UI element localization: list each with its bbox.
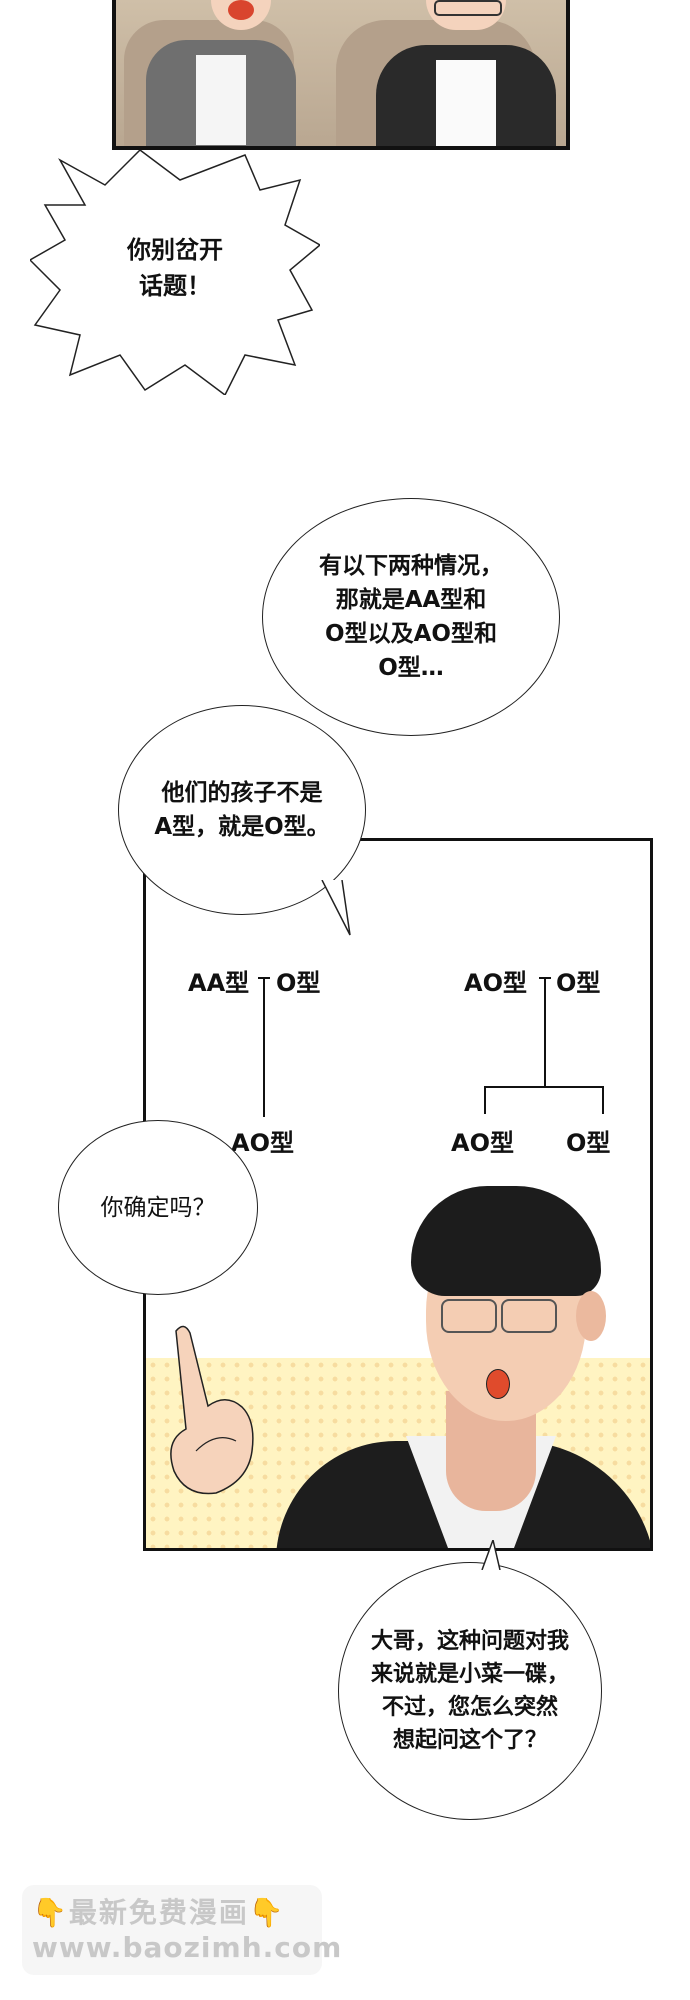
character-left-mouth (228, 0, 254, 20)
watermark-title: 最新免费漫画 (68, 1896, 249, 1929)
man-ear (576, 1291, 606, 1341)
watermark-line-1: 👇最新免费漫画👇 (32, 1891, 286, 1931)
character-right-shirt (436, 60, 496, 146)
man-hair (411, 1186, 601, 1296)
answer-line-2: 来说就是小菜一碟， (370, 1662, 569, 1687)
children-line-1: 他们的孩子不是 (161, 780, 323, 806)
right-parent2-label: O型 (556, 969, 601, 997)
cases-line-2: 那就是AA型和 (335, 587, 487, 613)
children-line-2: A型，就是O型。 (154, 814, 330, 840)
left-parent2-label: O型 (276, 969, 321, 997)
speech-bubble-children: 他们的孩子不是 A型，就是O型。 (118, 705, 366, 915)
speech-bubble-cases: 有以下两种情况， 那就是AA型和 O型以及AO型和 O型… (262, 498, 560, 736)
pointing-hand (170, 1325, 254, 1495)
answer-line-1: 大哥，这种问题对我 (370, 1629, 569, 1654)
left-child-label: AO型 (231, 1129, 294, 1157)
cases-line-1: 有以下两种情况， (319, 553, 503, 579)
sure-line-1: 你确定吗？ (100, 1194, 216, 1221)
bubble-cases-text: 有以下两种情况， 那就是AA型和 O型以及AO型和 O型… (319, 549, 503, 685)
speech-bubble-answer: 大哥，这种问题对我 来说就是小菜一碟， 不过，您怎么突然 想起问这个了？ (338, 1562, 602, 1820)
man-glasses-right-lens (501, 1299, 557, 1333)
pointing-down-icon: 👇 (32, 1896, 69, 1929)
right-branch-right (602, 1086, 604, 1114)
character-left-shirt (196, 55, 246, 145)
character-right-glasses (434, 0, 502, 16)
site-watermark: 👇最新免费漫画👇 www.baozimh.com (22, 1885, 341, 1975)
answer-line-4: 想起问这个了？ (392, 1728, 547, 1753)
spiky-bubble-shape (28, 149, 322, 397)
cases-line-4: O型… (378, 655, 444, 681)
cases-line-3: O型以及AO型和 (325, 621, 497, 647)
right-child2-label: O型 (566, 1129, 611, 1157)
bubble-sure-text: 你确定吗？ (101, 1191, 216, 1225)
bubble-answer-text: 大哥，这种问题对我 来说就是小菜一碟， 不过，您怎么突然 想起问这个了？ (371, 1625, 569, 1757)
right-branch-left (484, 1086, 486, 1114)
left-descent-line (263, 977, 265, 1117)
right-descent-line (544, 977, 546, 1087)
answer-line-3: 不过，您怎么突然 (381, 1695, 558, 1720)
pointing-down-icon: 👇 (248, 1896, 286, 1929)
right-parent1-label: AO型 (464, 969, 527, 997)
spiky-speech-bubble: 你别岔开 话题！ (28, 149, 322, 397)
top-comic-panel (112, 0, 570, 150)
man-glasses-left-lens (441, 1299, 497, 1333)
watermark-url[interactable]: www.baozimh.com (32, 1931, 343, 1964)
man-mouth (486, 1369, 510, 1399)
bubble-children-text: 他们的孩子不是 A型，就是O型。 (154, 776, 329, 844)
right-child1-label: AO型 (451, 1129, 514, 1157)
speech-bubble-sure: 你确定吗？ (58, 1120, 258, 1295)
answer-bubble-tail (481, 1540, 501, 1570)
children-bubble-tail (321, 880, 351, 936)
spiky-line-1: 你别岔开 (127, 236, 223, 264)
right-branch-horizontal (484, 1086, 604, 1088)
blood-type-panel: AA型 O型 AO型 AO型 O型 AO型 O型 (143, 838, 653, 1551)
left-parent1-label: AA型 (188, 969, 250, 997)
spiky-bubble-text: 你别岔开 话题！ (100, 232, 250, 304)
spiky-line-2: 话题！ (139, 272, 211, 300)
